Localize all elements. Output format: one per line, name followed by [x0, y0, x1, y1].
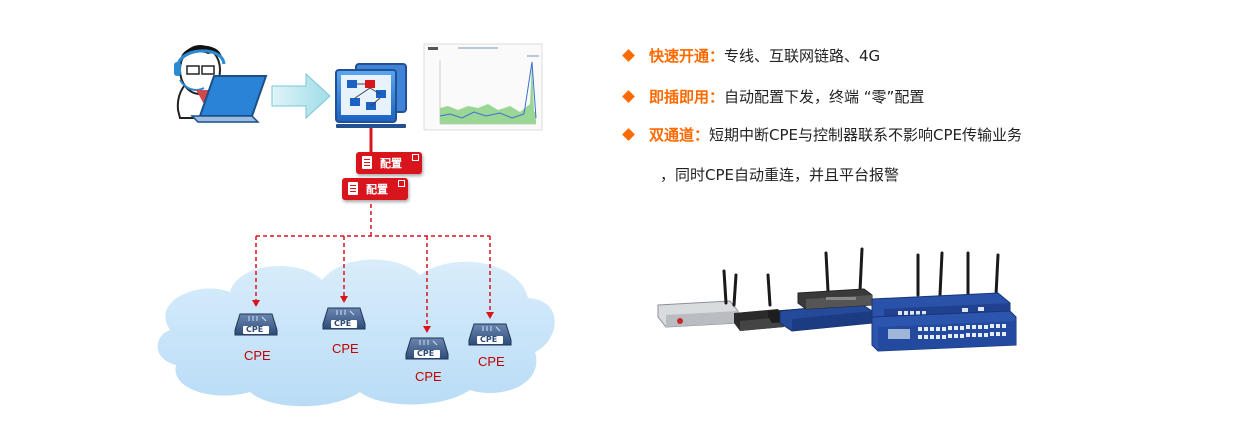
network-cloud	[157, 259, 555, 407]
cpe-router-icon	[322, 307, 366, 330]
config-badge: 配置	[342, 178, 408, 200]
controller-screen-icon	[335, 63, 407, 128]
feature-item-dual-channel: 双通道：短期中断CPE与控制器联系不影响CPE传输业务	[622, 125, 1023, 145]
cpe-label: CPE	[415, 369, 442, 384]
cpe-router-icon	[234, 313, 278, 336]
feature-item-plug-and-play: 即插即用：自动配置下发，终端 “零”配置	[622, 87, 925, 107]
config-badge: 配置	[356, 152, 422, 174]
cpe-router-icon	[405, 337, 449, 360]
config-badge-label: 配置	[366, 183, 388, 196]
laptop-icon	[190, 75, 268, 123]
feature-text: 自动配置下发，终端 “零”配置	[724, 88, 925, 106]
cpe-icon-text: CPE	[417, 349, 435, 358]
distribution-lines	[255, 204, 491, 326]
config-doc-icon	[348, 182, 358, 195]
cpe-label: CPE	[332, 341, 359, 356]
config-doc-icon	[362, 156, 372, 169]
cpe-router-icon	[468, 323, 512, 346]
feature-keyword: 快速开通：	[649, 47, 725, 65]
badge-corner-icon	[398, 180, 405, 187]
badge-corner-icon	[412, 154, 419, 161]
bullet-diamond-icon	[622, 49, 635, 62]
network-devices-photo	[657, 247, 1017, 352]
cpe-icon-text: CPE	[246, 325, 264, 334]
config-badge-label: 配置	[380, 157, 402, 170]
bullet-diamond-icon	[622, 128, 635, 141]
feature-keyword: 双通道：	[649, 126, 710, 144]
cpe-icon-text: CPE	[480, 335, 498, 344]
traffic-chart-icon	[423, 43, 543, 131]
bullet-diamond-icon	[622, 90, 635, 103]
cpe-label: CPE	[244, 348, 271, 363]
distribution-arrowheads	[252, 296, 494, 333]
feature-continuation: ，同时CPE自动重连，并且平台报警	[660, 166, 899, 184]
cpe-label: CPE	[478, 354, 505, 369]
feature-keyword: 即插即用：	[649, 88, 725, 106]
right-arrow-icon	[271, 72, 331, 120]
feature-text: 短期中断CPE与控制器联系不影响CPE传输业务	[709, 126, 1023, 144]
feature-text: 专线、互联网链路、4G	[724, 47, 881, 65]
topology-diagram	[157, 43, 555, 407]
cpe-icon-text: CPE	[334, 319, 352, 328]
feature-item-quick-open: 快速开通：专线、互联网链路、4G	[622, 46, 881, 66]
